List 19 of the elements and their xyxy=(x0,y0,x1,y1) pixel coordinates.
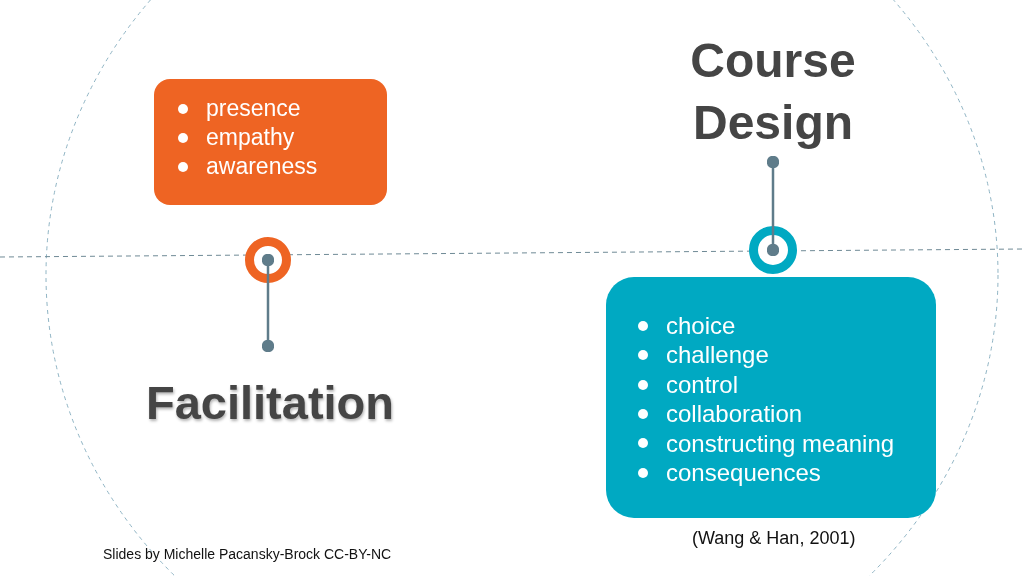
bullet-item: empathy xyxy=(176,123,387,152)
rounded-box xyxy=(154,79,387,205)
rounded-box xyxy=(606,277,936,518)
bullet-item: choice xyxy=(636,311,936,341)
heading: Facilitation xyxy=(110,374,430,432)
bullet-item: collaboration xyxy=(636,399,936,429)
heading: Course Design xyxy=(663,30,883,154)
citation: (Wang & Han, 2001) xyxy=(692,528,856,549)
ring-marker xyxy=(245,237,291,283)
ring-marker xyxy=(749,226,797,274)
bullet-item: awareness xyxy=(176,152,387,181)
bullet-item: challenge xyxy=(636,340,936,370)
bullet-item: constructing meaning xyxy=(636,428,936,459)
connector-line xyxy=(261,253,275,353)
bullet-item: presence xyxy=(176,94,387,123)
connector-line xyxy=(766,155,780,257)
bullet-item: consequences xyxy=(636,458,936,488)
credit-text: Slides by Michelle Pacansky-Brock CC-BY-NC xyxy=(103,546,392,562)
bullet-item: control xyxy=(636,369,936,400)
